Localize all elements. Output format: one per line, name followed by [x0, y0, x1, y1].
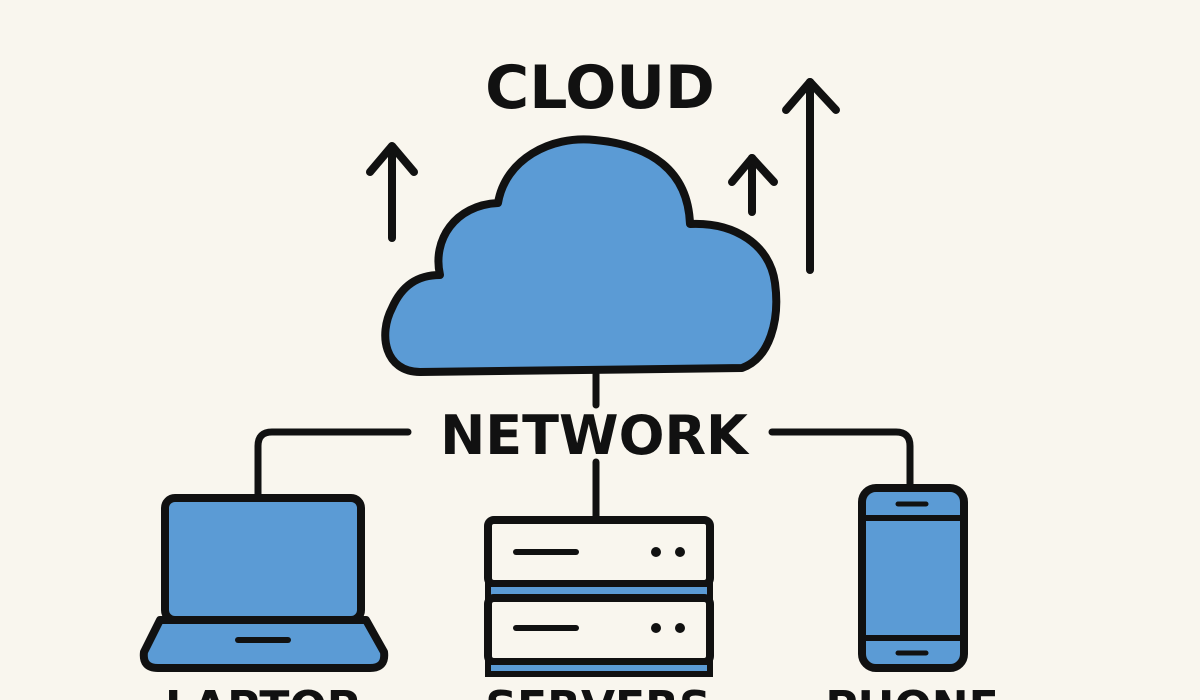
cloud-icon	[381, 135, 781, 376]
network-label: NETWORK	[440, 404, 750, 467]
cloud-title: CLOUD	[485, 53, 715, 123]
arrow-up-icon-middle	[728, 154, 778, 216]
connector-lines	[254, 368, 914, 522]
arrow-up-icon-left	[366, 142, 418, 242]
arrow-up-icon-right	[782, 78, 840, 274]
network-to-laptop-line	[254, 428, 412, 498]
laptop-label: LAPTOP	[165, 682, 359, 700]
server-stack-icon	[484, 516, 714, 677]
phone-icon	[858, 484, 968, 672]
laptop-icon	[139, 494, 389, 672]
network-to-phone-line	[768, 428, 914, 488]
servers-label: SERVERS	[485, 682, 710, 700]
phone-label: PHONE	[825, 682, 998, 700]
